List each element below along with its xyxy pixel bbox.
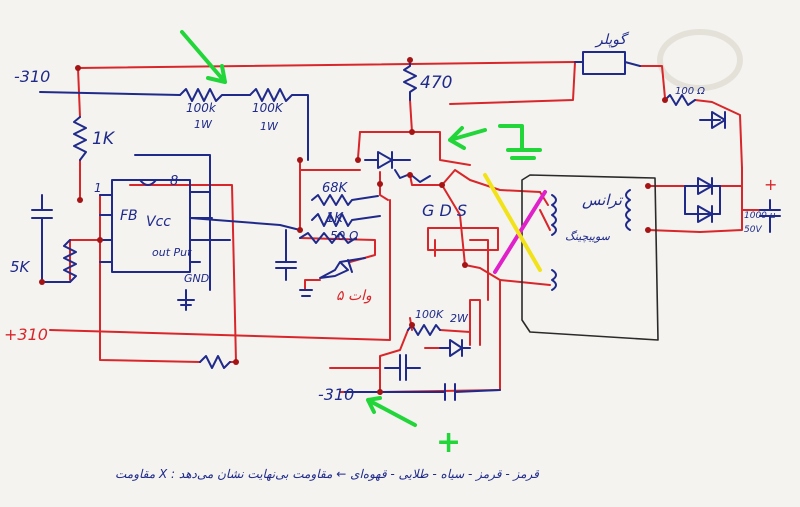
paper-bleed-mark: [657, 29, 743, 91]
label-minus310-bottom: -310: [318, 385, 354, 404]
labels: -310 1K 5K 100k 1W 100K 1W 470 68K 1K 50…: [4, 31, 777, 481]
diode-top: [364, 151, 411, 169]
label-50-ohm: 50 Ω: [330, 229, 359, 243]
label-100k-2w-w: 2W: [450, 312, 469, 325]
transformer-outline: [521, 174, 659, 341]
resistor-100k-b: [249, 88, 309, 161]
diode-bottom: [439, 339, 471, 357]
transformer-secondary: [625, 189, 631, 231]
green-plus-sign: +: [436, 425, 461, 460]
label-100-ohm: 100 Ω: [675, 86, 705, 97]
label-1k: 1K: [92, 129, 116, 149]
bridge-frame: [684, 185, 721, 215]
red-wiring: [49, 61, 771, 393]
label-output: out Put: [152, 246, 192, 259]
label-1k-mid: 1K: [326, 211, 344, 226]
supply-rail-top: [39, 91, 181, 96]
label-pin1: 1: [94, 181, 102, 195]
output-diode-a: [684, 177, 721, 195]
label-100k-a-w: 1W: [194, 118, 213, 131]
ground-led: [299, 289, 313, 297]
ic-fb-wire: [189, 217, 301, 231]
ic-top-wire: [134, 154, 211, 291]
label-470: 470: [420, 73, 452, 93]
label-pin8: 8: [170, 174, 178, 189]
resistor-bottom-left: [199, 355, 231, 369]
label-100k-b: 100K: [252, 101, 284, 115]
resistor-100k-a: [179, 88, 251, 102]
note-resistor-x: مقاومت X : قرمز - قرمز - سیاه - طلایی - …: [115, 467, 540, 481]
transformer-aux: [551, 269, 557, 291]
resistor-5k: [63, 239, 77, 283]
label-100k-a: 100k: [186, 101, 217, 115]
label-gnd: GND: [184, 272, 209, 285]
ic-notch: [139, 179, 157, 186]
label-50v: 50V: [744, 225, 762, 235]
label-5-watt: ۵ وات: [336, 288, 372, 304]
label-1000u: 1000 µ: [744, 211, 776, 221]
label-fb: FB: [120, 208, 138, 224]
label-plus310: +310: [4, 325, 48, 344]
label-vcc: Vcc: [146, 214, 171, 230]
zener-diode: [699, 111, 726, 129]
transformer-primary: [551, 194, 557, 236]
label-gds: G D S: [422, 201, 467, 220]
ic-body: [111, 179, 191, 273]
supply-rail-bottom: [344, 383, 501, 401]
green-arrow-top: [180, 30, 227, 84]
resistor-68k: [311, 194, 379, 206]
green-arrow-mid: [448, 126, 487, 150]
output-diode-b: [684, 205, 721, 223]
label-100k-b-w: 1W: [260, 120, 279, 133]
green-ground-symbol: [498, 124, 542, 160]
resistor-1k-mid: [311, 213, 381, 227]
yellow-highlight: [483, 173, 542, 272]
label-buzzer: گوپلر: [594, 31, 629, 48]
green-arrow-bottom: [366, 396, 417, 427]
label-68k: 68K: [322, 181, 349, 196]
buzzer-box: [582, 51, 626, 75]
label-transformer: ترانس: [582, 191, 624, 209]
label-minus310-top: -310: [14, 67, 50, 86]
led-symbol: [319, 257, 366, 279]
junction-dots: [39, 57, 668, 395]
blue-components: [31, 51, 781, 401]
resistor-470: [403, 59, 417, 101]
resistor-100ohm: [664, 94, 696, 106]
ic-left-pins: [99, 194, 113, 263]
label-100k-2w: 100K: [415, 308, 444, 321]
capacitor-mid: [275, 229, 297, 281]
resistor-50: [299, 232, 357, 244]
buzzer-leads: [574, 61, 641, 67]
capacitor-output: [759, 199, 781, 233]
resistor-1k: [73, 116, 87, 161]
label-5k: 5K: [10, 258, 31, 276]
capacitor-bottom: [384, 354, 421, 381]
label-plus-out: +: [764, 175, 777, 194]
label-switching: سوییچینگ: [565, 230, 611, 243]
gnd-symbol: [177, 289, 195, 311]
capacitor-left: [31, 194, 71, 283]
